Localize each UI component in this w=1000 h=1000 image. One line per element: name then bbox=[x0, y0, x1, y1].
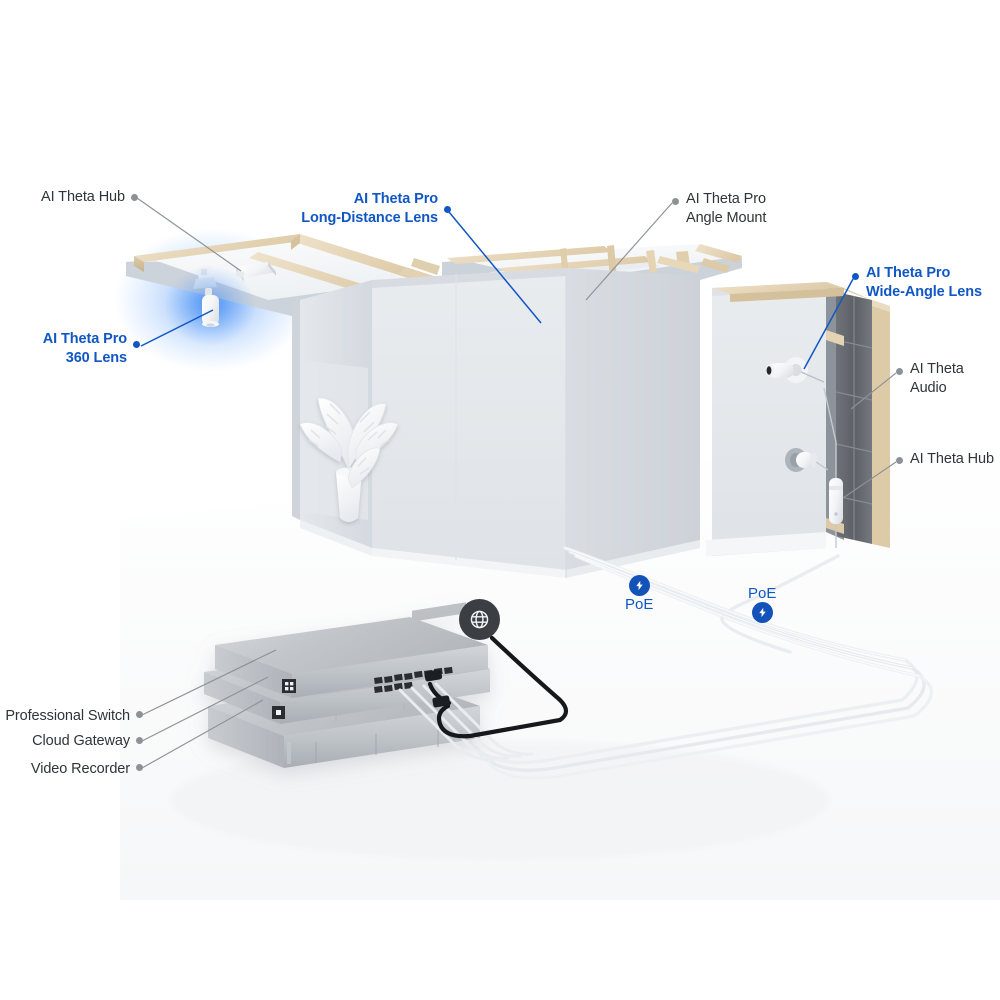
poe-label: PoE bbox=[625, 596, 654, 613]
callout-dot-angle-mount bbox=[671, 197, 679, 205]
globe-icon bbox=[459, 599, 500, 640]
callout-dot-professional-switch bbox=[135, 710, 143, 718]
callout-dot-cloud-gateway bbox=[135, 736, 143, 744]
callout-dot-video-recorder bbox=[135, 763, 143, 771]
device-hub-wall bbox=[823, 387, 843, 548]
lightning-bolt-icon bbox=[751, 602, 773, 623]
poe-label: PoE bbox=[748, 585, 777, 602]
device-audio-speaker bbox=[785, 448, 829, 472]
poe-badge-poe-right: PoE bbox=[748, 585, 776, 623]
wall-cutaway-section bbox=[706, 282, 890, 556]
decor-plant bbox=[299, 397, 399, 522]
room-walls bbox=[292, 268, 700, 578]
callout-dot-360-lens bbox=[132, 340, 140, 348]
device-camera-360 bbox=[164, 266, 256, 346]
gateway-ports bbox=[412, 602, 466, 622]
lightning-bolt-icon bbox=[628, 575, 650, 596]
internet-cable-connectors bbox=[424, 669, 451, 708]
poe-badge-poe-left: PoE bbox=[625, 575, 653, 613]
poe-cable-highlights bbox=[564, 547, 920, 677]
callout-dot-ai-theta-hub-ceiling bbox=[130, 193, 138, 201]
callout-dot-ai-theta-hub-wall bbox=[895, 456, 903, 464]
callout-dot-wide-angle-lens bbox=[851, 272, 859, 280]
device-camera-wide-angle bbox=[766, 357, 825, 383]
callout-dot-long-distance-lens bbox=[443, 205, 451, 213]
callout-dot-ai-theta-audio bbox=[895, 367, 903, 375]
